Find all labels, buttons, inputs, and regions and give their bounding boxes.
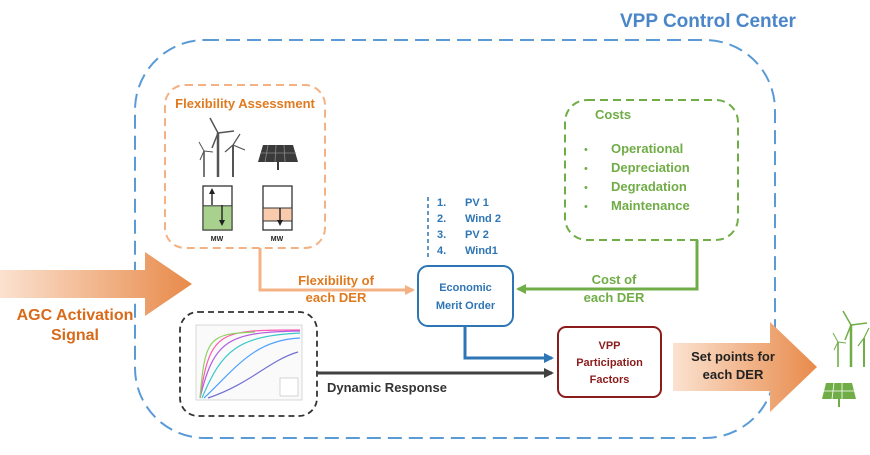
- agc-input-arrow: [0, 252, 192, 316]
- flex-arrow-label-line2: each DER: [306, 290, 367, 305]
- costs-to-merit-arrow: [516, 240, 699, 294]
- costs-item: Degradation: [611, 179, 687, 194]
- costs-item: Operational: [611, 141, 683, 156]
- merit-name: Wind1: [465, 245, 498, 257]
- flex-bar-pv-label: MW: [271, 236, 284, 243]
- costs-bullet: •: [584, 163, 588, 175]
- costs-bullet: •: [584, 144, 588, 156]
- flex-bar-pv-arrowhead-down: [277, 220, 283, 226]
- participation-factors-box: [557, 326, 662, 398]
- agc-label-line1: AGC Activation: [17, 307, 134, 324]
- costs-item: Depreciation: [611, 160, 690, 175]
- cost-arrow-label-line2: each DER: [584, 290, 645, 305]
- response-curve: [201, 332, 301, 399]
- thumbnail-legend: [279, 377, 299, 397]
- flexibility-title: Flexibility Assessment: [175, 96, 315, 111]
- merit-order-box: [417, 265, 514, 327]
- costs-item: Maintenance: [611, 198, 690, 213]
- participation-line2: Participation: [576, 357, 643, 369]
- costs-title: Costs: [595, 107, 631, 122]
- response-curve: [207, 351, 299, 399]
- setpoints-label-line1: Set points for: [691, 349, 775, 364]
- response-curve: [199, 330, 301, 399]
- wind-turbine-icon: [198, 117, 246, 177]
- flex-bar-pv-fill: [262, 207, 293, 222]
- flex-bar-wind-arrowhead-down: [219, 220, 225, 226]
- flex-bar-wind-fill: [202, 205, 233, 231]
- merit-num: 1.: [437, 197, 446, 209]
- merit-list: 1. PV 1 2. Wind 2 3. PV 2 4. Wind1: [437, 197, 501, 257]
- setpoints-label-line2: each DER: [703, 367, 764, 382]
- flexibility-to-merit-arrow: [258, 248, 415, 295]
- merit-name: Wind 2: [465, 213, 501, 225]
- merit-num: 3.: [437, 229, 446, 241]
- vpp-frame: [134, 39, 776, 439]
- participation-line1: VPP: [598, 340, 620, 352]
- costs-bullet: •: [584, 201, 588, 213]
- flex-bar-wind-arrowhead-up: [209, 188, 215, 194]
- merit-order-line1: Economic: [439, 282, 492, 294]
- merit-name: PV 1: [465, 197, 489, 209]
- merit-num: 4.: [437, 245, 446, 257]
- participation-line3: Factors: [590, 374, 630, 386]
- costs-bullet: •: [584, 182, 588, 194]
- agc-label-line2: Signal: [51, 327, 99, 344]
- green-wind-turbine-icon: [832, 310, 870, 367]
- solar-panel-icon: [258, 144, 298, 170]
- costs-box: [564, 99, 739, 241]
- response-curve: [203, 337, 301, 399]
- flexibility-box: [164, 84, 326, 249]
- merit-order-line2: Merit Order: [436, 300, 496, 312]
- green-solar-panel-icon: [822, 382, 856, 407]
- costs-list: • Operational • Depreciation • Degradati…: [584, 141, 690, 213]
- merit-name: PV 2: [465, 229, 489, 241]
- dynamic-response-label: Dynamic Response: [327, 380, 447, 395]
- merit-to-participation-arrow: [463, 326, 554, 363]
- dynamic-response-box: [179, 311, 318, 417]
- dynamic-response-thumbnail: [195, 324, 303, 401]
- setpoints-output-arrow: [673, 322, 817, 412]
- merit-num: 2.: [437, 213, 446, 225]
- flex-arrow-label-line1: Flexibility of: [298, 273, 375, 288]
- flex-bar-wind-label: MW: [211, 236, 224, 243]
- response-curve: [199, 329, 301, 399]
- vpp-title: VPP Control Center: [620, 11, 797, 32]
- response-curve: [199, 331, 256, 399]
- cost-arrow-label-line1: Cost of: [592, 272, 637, 287]
